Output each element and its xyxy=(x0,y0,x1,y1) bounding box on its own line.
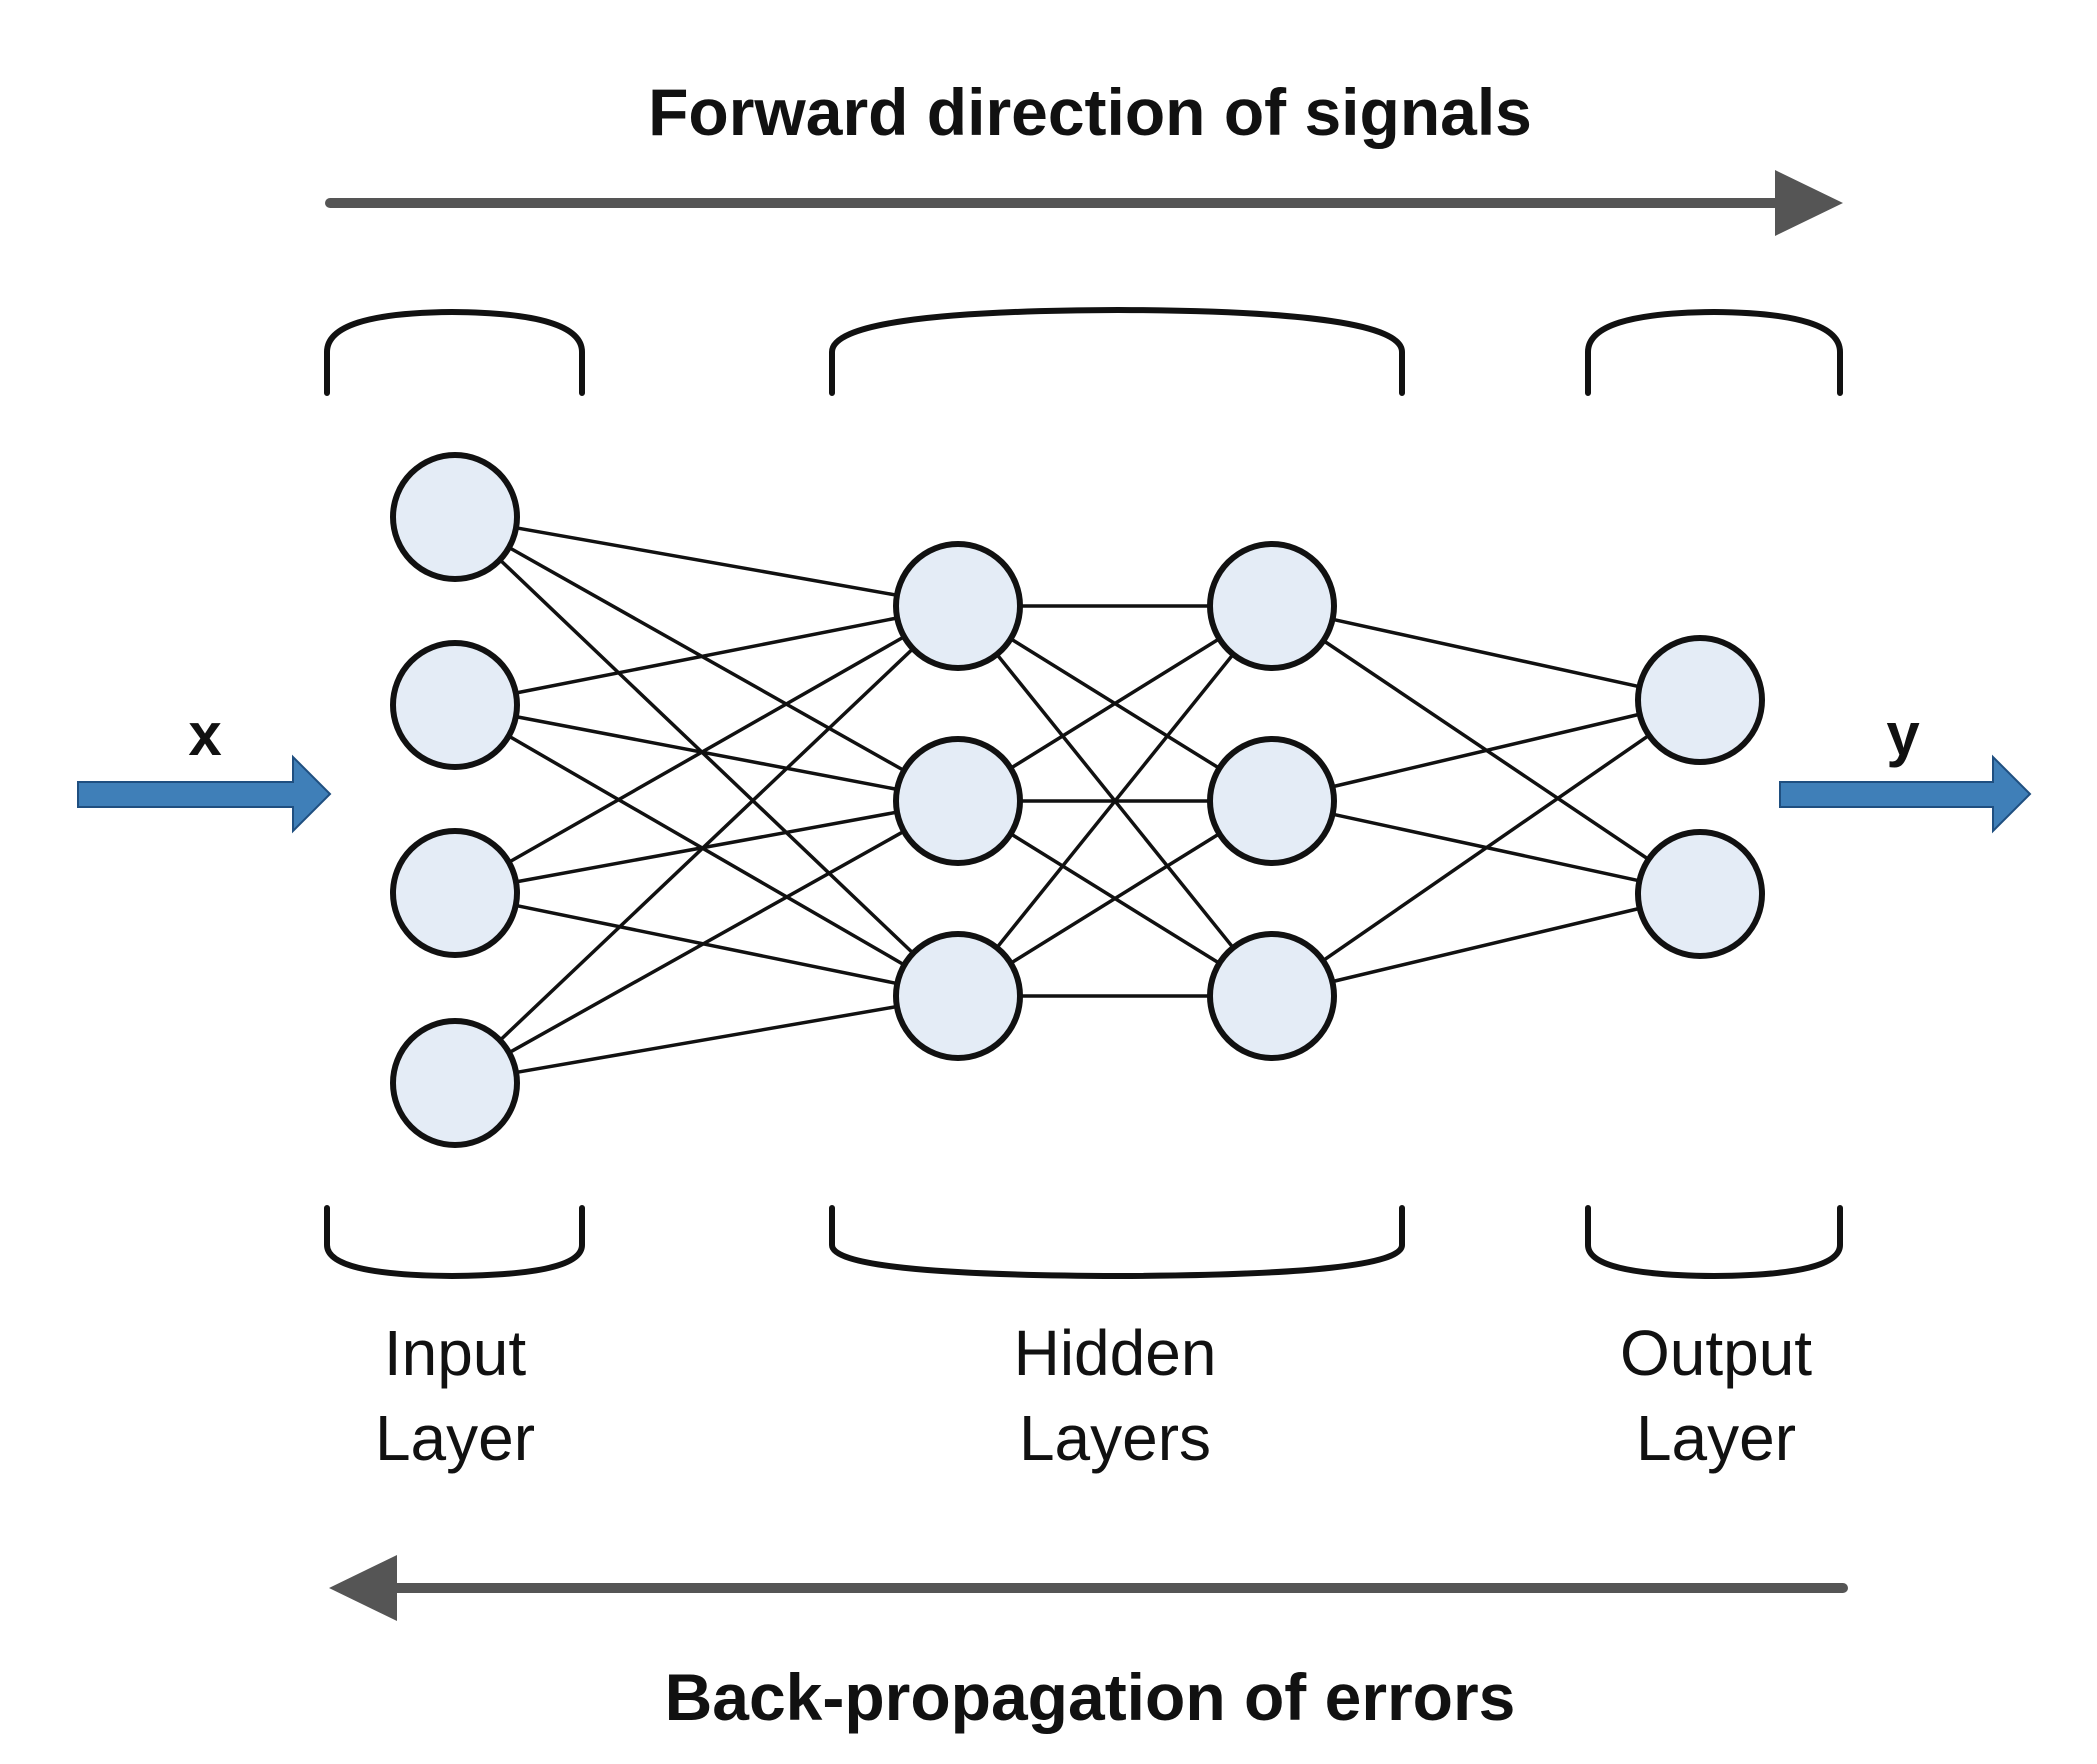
connection-input-2-to-hidden1-3 xyxy=(507,734,906,967)
input-layer-label-line1: Input xyxy=(384,1317,527,1389)
connection-hidden1-2-to-hidden2-1 xyxy=(1009,637,1221,770)
hidden-layers-label-line1: Hidden xyxy=(1014,1317,1217,1389)
connection-hidden1-3-to-hidden2-2 xyxy=(1009,832,1221,965)
hidden2-neuron-2 xyxy=(1207,736,1337,866)
hidden-layers-bottom-bracket xyxy=(829,1205,1405,1280)
output-layer-top-bracket xyxy=(1585,308,1843,396)
connection-input-4-to-hidden1-1 xyxy=(498,647,915,1042)
output-neuron-2 xyxy=(1635,829,1765,959)
neurons xyxy=(390,452,1765,1148)
output-arrow xyxy=(1779,754,2032,834)
connection-hidden2-1-to-output-1 xyxy=(1332,617,1640,689)
connection-hidden2-3-to-output-2 xyxy=(1331,906,1641,984)
connection-input-3-to-hidden1-3 xyxy=(515,903,898,986)
connection-input-4-to-hidden1-2 xyxy=(508,829,905,1055)
hidden1-neuron-2 xyxy=(893,736,1023,866)
connections xyxy=(498,526,1651,1075)
input-layer-label-line2: Layer xyxy=(375,1402,535,1474)
connection-input-1-to-hidden1-1 xyxy=(515,526,898,597)
connection-input-2-to-hidden1-1 xyxy=(515,616,898,695)
output-layer-label-line1: Output xyxy=(1620,1317,1812,1389)
input-arrow xyxy=(77,754,332,834)
output-layer-bottom-bracket xyxy=(1585,1205,1843,1280)
hidden-layers-top-bracket xyxy=(829,306,1405,396)
input-neuron-1 xyxy=(390,452,520,582)
input-layer-bottom-bracket xyxy=(324,1205,585,1280)
hidden-layers-label-line2: Layers xyxy=(1019,1402,1211,1474)
output-neuron-1 xyxy=(1635,635,1765,765)
connection-input-1-to-hidden1-3 xyxy=(498,558,915,955)
input-symbol: x xyxy=(188,701,221,768)
input-neuron-3 xyxy=(390,828,520,958)
hidden1-neuron-3 xyxy=(893,931,1023,1061)
input-neuron-4 xyxy=(390,1018,520,1148)
forward-arrow xyxy=(325,170,1843,236)
backward-arrow xyxy=(329,1555,1848,1621)
connection-input-4-to-hidden1-3 xyxy=(515,1004,898,1075)
hidden2-neuron-3 xyxy=(1207,931,1337,1061)
output-layer-label-line2: Layer xyxy=(1636,1402,1796,1474)
forward-title: Forward direction of signals xyxy=(648,75,1532,149)
connection-hidden2-2-to-output-1 xyxy=(1331,712,1641,789)
output-symbol: y xyxy=(1886,701,1920,768)
connection-input-1-to-hidden1-2 xyxy=(508,545,905,773)
input-neuron-2 xyxy=(390,640,520,770)
connection-hidden2-3-to-output-1 xyxy=(1321,733,1651,963)
connection-input-2-to-hidden1-2 xyxy=(515,714,898,792)
connection-hidden1-3-to-hidden2-1 xyxy=(995,653,1235,949)
hidden1-neuron-1 xyxy=(893,541,1023,671)
hidden2-neuron-1 xyxy=(1207,541,1337,671)
backward-title: Back-propagation of errors xyxy=(665,1660,1516,1734)
connection-input-3-to-hidden1-1 xyxy=(507,635,906,864)
connection-input-3-to-hidden1-2 xyxy=(515,810,898,884)
input-layer-top-bracket xyxy=(324,308,585,396)
